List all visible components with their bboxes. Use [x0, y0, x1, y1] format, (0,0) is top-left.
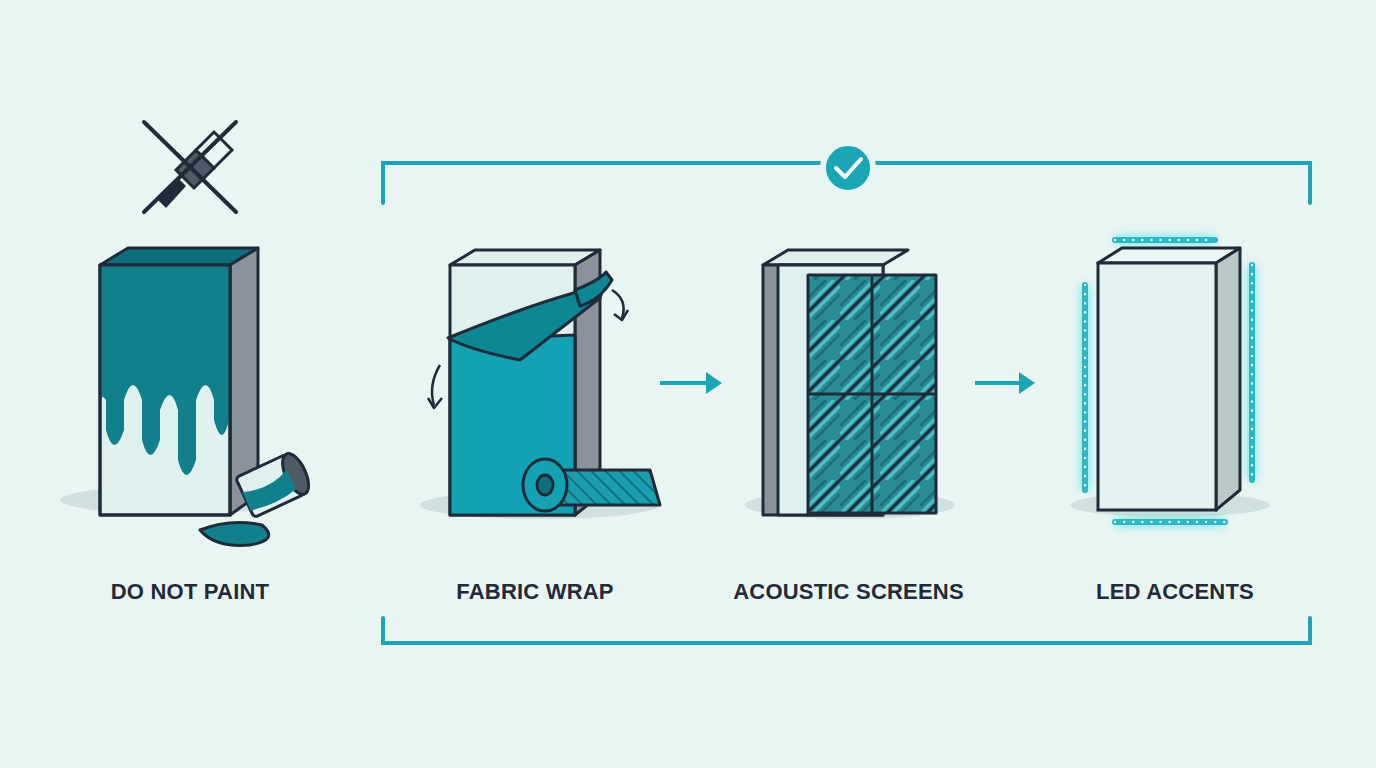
- labelled-illustration: DO NOT PAINT: [85, 230, 295, 605]
- flow-arrow: [975, 372, 1035, 394]
- bracket: [383, 163, 1310, 643]
- step-label: FABRIC WRAP: [456, 579, 613, 605]
- led-panel: [1070, 240, 1270, 522]
- check-badge: [823, 143, 873, 193]
- crossed-brush-icon: [144, 122, 236, 212]
- acoustic-screen-panel: [745, 250, 955, 519]
- fabric-wrapped-panel: [420, 250, 660, 519]
- step-label: ACOUSTIC SCREENS: [733, 579, 964, 605]
- step-label: LED ACCENTS: [1096, 579, 1254, 605]
- labelled-illustration: FABRIC WRAP: [410, 230, 660, 605]
- painted-panel: [60, 248, 314, 545]
- labelled-illustration: ACOUSTIC SCREENS: [722, 230, 975, 605]
- flow-arrow: [660, 372, 722, 394]
- labelled-illustration: LED ACCENTS: [1035, 230, 1315, 605]
- step-label: DO NOT PAINT: [111, 579, 269, 605]
